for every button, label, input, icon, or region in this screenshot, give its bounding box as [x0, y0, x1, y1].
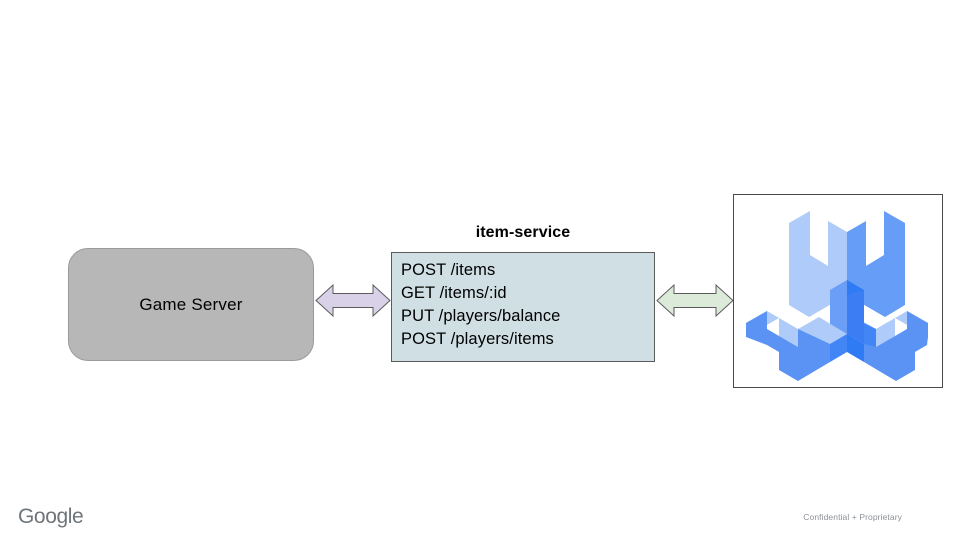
node-item-service[interactable]: POST /items GET /items/:id PUT /players/… [391, 252, 655, 362]
node-item-service-title: item-service [475, 224, 571, 241]
confidentiality-note: Confidential + Proprietary [803, 512, 902, 522]
node-game-server[interactable]: Game Server [68, 248, 314, 361]
endpoint-item: POST /players/items [401, 330, 554, 348]
connector-item-service-to-build-icon[interactable] [656, 282, 734, 319]
endpoint-item: GET /items/:id [401, 284, 507, 302]
node-game-server-label: Game Server [139, 294, 243, 314]
double-headed-arrow-icon [656, 283, 734, 318]
endpoint-item: POST /items [401, 261, 496, 279]
google-logo: Google [18, 505, 84, 528]
double-headed-arrow-icon [315, 283, 391, 318]
endpoint-item: PUT /players/balance [401, 307, 561, 325]
hub-final [734, 195, 942, 387]
connector-game-server-to-item-service[interactable] [315, 282, 391, 319]
image-frame-build-icon [733, 194, 943, 388]
isometric-three-prong-hub-icon [734, 195, 942, 387]
endpoint-list: POST /items GET /items/:id PUT /players/… [401, 259, 654, 351]
